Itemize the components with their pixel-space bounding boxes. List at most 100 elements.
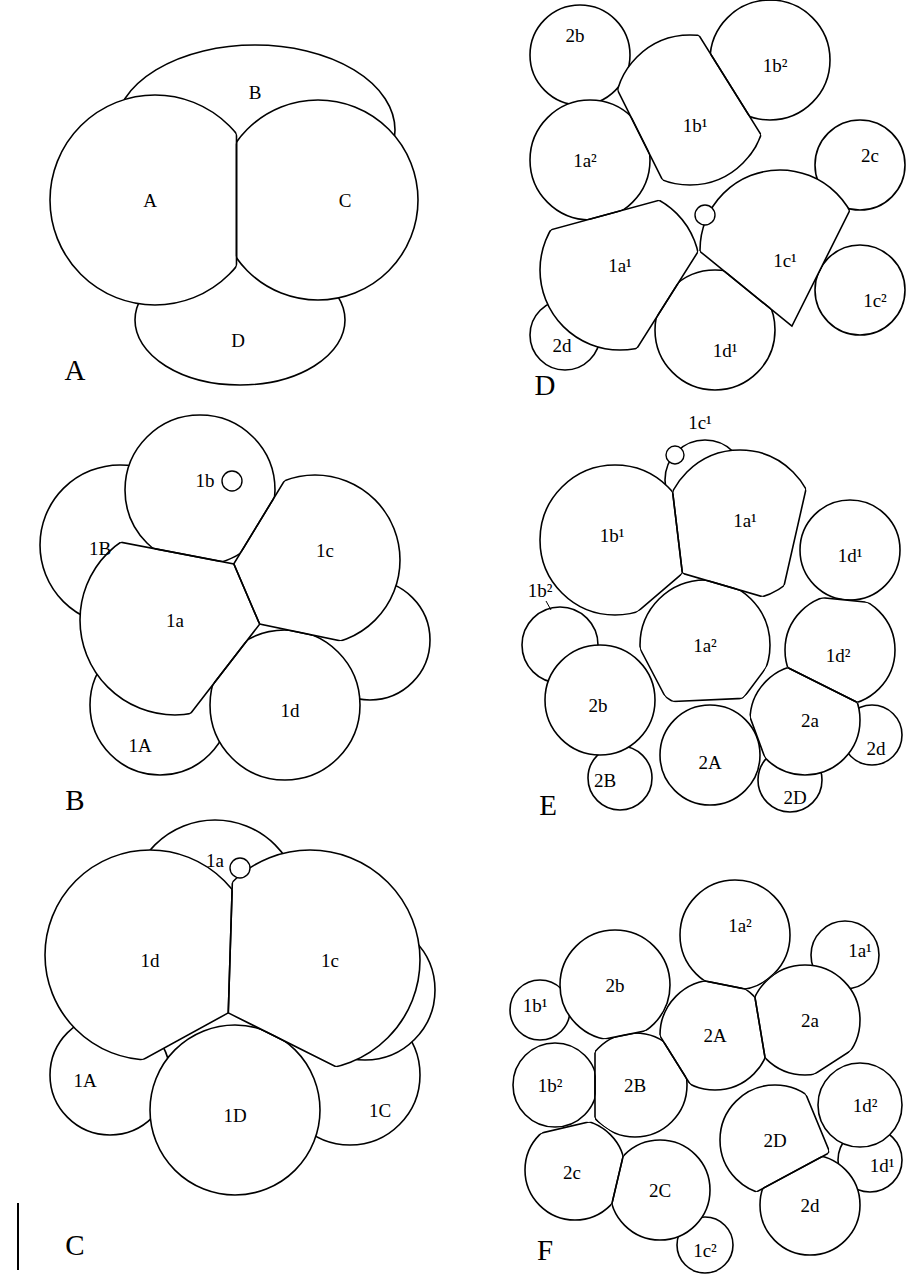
panel-letter: B	[65, 786, 84, 815]
blastomere-label: 1C	[369, 1101, 391, 1120]
polar-body	[222, 471, 242, 491]
cell-boundary	[693, 149, 880, 326]
blastomere-outline	[583, 1033, 687, 1137]
blastomere-outline	[150, 1025, 320, 1195]
blastomere-label: 2d	[867, 739, 886, 758]
blastomere-label: 2b	[606, 976, 625, 995]
blastomere-outline	[530, 5, 630, 105]
blastomere-label: 2B	[594, 771, 616, 790]
blastomere-label: 1d¹	[870, 1156, 895, 1175]
blastomere-label: 1c²	[693, 1241, 717, 1260]
blastomere-label: 2c	[861, 146, 879, 165]
blastomere-label: 1a¹	[733, 511, 757, 530]
blastomere-label: 2D	[783, 788, 806, 807]
cell-boundary	[0, 1120, 626, 1274]
blastomere-label: 1d²	[853, 1096, 878, 1115]
blastomere-label: 1a	[166, 611, 184, 630]
panel-letter: F	[537, 1236, 553, 1265]
cell-boundary	[0, 0, 682, 622]
blastomere-outline	[760, 1155, 860, 1255]
blastomere-label: 1B	[89, 539, 111, 558]
polar-body	[230, 858, 250, 878]
blastomere-outline	[513, 1043, 597, 1127]
panel-letter: C	[65, 1231, 84, 1260]
cell-boundary	[614, 0, 918, 600]
blastomere-label: 1a²	[728, 916, 752, 935]
blastomere-label: 1a¹	[608, 256, 632, 275]
cell-boundary	[0, 0, 260, 1138]
blastomere-label: 1c¹	[688, 413, 712, 432]
blastomere-outline	[815, 245, 905, 335]
blastomere-label: 1c	[316, 541, 334, 560]
blastomere-outline	[800, 500, 900, 600]
blastomere-outline	[545, 645, 655, 755]
blastomere-outline	[610, 1140, 710, 1240]
blastomere-label: 1A	[128, 736, 151, 755]
blastomere-label: 1b¹	[600, 526, 625, 545]
cell-boundary	[0, 0, 577, 564]
blastomere-label: 1b	[196, 471, 215, 490]
blastomere-outline	[750, 965, 860, 1075]
blastomere-outline	[525, 1120, 625, 1220]
scale-bar	[17, 1203, 19, 1270]
blastomere-label: 1d¹	[838, 546, 863, 565]
blastomere-outline	[615, 35, 765, 185]
cell-boundary	[0, 0, 682, 1041]
blastomere-label: C	[339, 191, 352, 210]
blastomere-label: 1d	[281, 701, 300, 720]
cell-boundary	[234, 0, 919, 761]
cell-boundary	[0, 197, 699, 1274]
cell-boundary	[782, 0, 919, 607]
blastomere-label: 2d	[553, 336, 572, 355]
blastomere-label: 1d²	[826, 646, 851, 665]
blastomere-label: 1a²	[573, 151, 597, 170]
blastomere-label: 1d¹	[713, 341, 738, 360]
blastomere-label: B	[249, 83, 262, 102]
panel-letter: E	[539, 791, 557, 820]
cell-boundary	[228, 0, 919, 1274]
blastomere-label: 1b¹	[683, 116, 708, 135]
blastomere-label: 1A	[73, 1071, 96, 1090]
blastomere-label: 2B	[624, 1076, 646, 1095]
blastomere-label: 1b²	[528, 581, 553, 600]
cell-boundary	[677, 0, 919, 155]
cell-boundary	[0, 624, 919, 1274]
cell-boundary	[595, 1125, 734, 1274]
blastomere-label: 2C	[649, 1181, 671, 1200]
blastomere-label: 1b²	[763, 56, 788, 75]
cell-boundary	[700, 1074, 830, 1203]
blastomere-label: D	[231, 331, 245, 350]
blastomere-label: 1a	[206, 851, 224, 870]
polar-body	[695, 205, 715, 225]
blastomere-outline	[640, 580, 770, 710]
cell-boundary	[275, 0, 919, 991]
blastomere-label: 1a¹	[848, 941, 872, 960]
panel-letter: D	[535, 371, 556, 400]
blastomere-label: 1c	[321, 951, 339, 970]
blastomere-outline	[680, 880, 790, 990]
blastomere-outline	[665, 450, 815, 600]
blastomere-outline	[655, 270, 775, 390]
cell-boundary	[52, 250, 919, 1274]
blastomere-label: A	[143, 191, 157, 210]
cell-boundary	[0, 563, 668, 1274]
blastomere-label: 1c¹	[773, 251, 797, 270]
polar-body	[666, 446, 684, 464]
panel-letter: A	[65, 356, 86, 385]
cell-boundary	[626, 573, 774, 701]
blastomere-outline	[750, 665, 860, 775]
blastomere-outline	[218, 100, 418, 300]
blastomere-label: 2b	[566, 26, 585, 45]
blastomere-outline	[210, 630, 360, 780]
blastomere-label: 1D	[223, 1106, 246, 1125]
cell-boundary	[0, 0, 671, 380]
blastomere-outline	[560, 930, 670, 1040]
